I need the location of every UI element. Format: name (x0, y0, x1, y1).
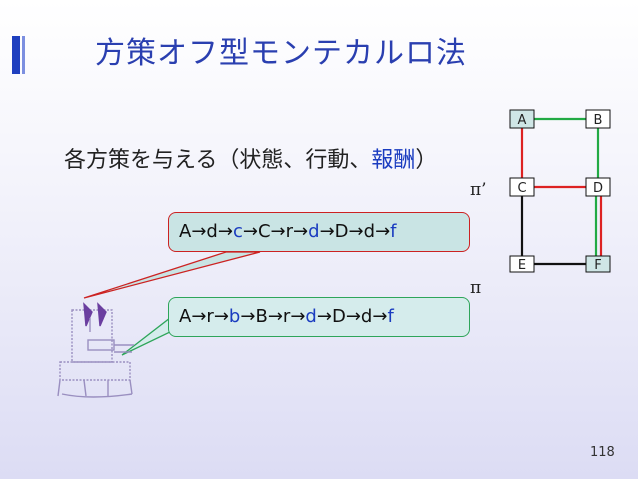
node-f-label: F (594, 258, 601, 273)
slide-subtitle: 各方策を与える（状態、行動、報酬） (64, 142, 437, 174)
policy-pi-prime-bubble: A→d→c→C→r→d→D→d→f (168, 212, 470, 252)
node-c: C (509, 177, 535, 197)
sequence-arrow: → (242, 221, 258, 242)
sequence-token: C (257, 221, 271, 242)
node-c-label: C (517, 181, 526, 196)
sequence-arrow: → (348, 221, 364, 242)
node-a: A (509, 109, 535, 129)
sequence-token: d (305, 306, 317, 327)
sequence-arrow: → (213, 306, 229, 327)
node-e: E (509, 255, 535, 273)
sequence-arrow: → (372, 306, 388, 327)
page-number: 118 (590, 445, 615, 460)
sequence-token: d (360, 306, 373, 327)
policy-pi-sequence: A→r→b→B→r→d→D→d→f (179, 306, 394, 327)
sequence-arrow: → (240, 306, 256, 327)
sequence-arrow: → (319, 221, 335, 242)
title-accent-bar (12, 36, 20, 74)
label-pi-prime: π’ (470, 180, 487, 200)
sequence-arrow: → (375, 221, 391, 242)
node-a-label: A (518, 113, 527, 128)
sequence-arrow: → (293, 221, 309, 242)
subtitle-close: ） (415, 148, 438, 173)
upper-bubble-tail (83, 251, 261, 299)
sequence-token: d (308, 221, 320, 242)
sequence-arrow: → (191, 221, 207, 242)
sequence-arrow: → (191, 306, 207, 327)
node-b-label: B (594, 113, 603, 128)
slide-title: 方策オフ型モンテカルロ法 (95, 36, 467, 71)
subtitle-text: 各方策を与える（状態、行動、 (64, 148, 372, 173)
lower-bubble-tail (121, 316, 171, 356)
label-pi: π (470, 278, 482, 298)
sequence-token: d (363, 221, 376, 242)
policy-pi-bubble: A→r→b→B→r→d→D→d→f (168, 297, 470, 337)
sequence-token: f (387, 306, 394, 327)
sequence-arrow: → (345, 306, 361, 327)
subtitle-accent: 報酬 (371, 148, 416, 173)
sequence-token: r (282, 306, 291, 327)
node-d-label: D (593, 181, 603, 196)
sequence-token: D (334, 221, 349, 242)
node-b: B (585, 109, 611, 129)
sequence-token: c (232, 221, 243, 242)
sequence-token: d (206, 221, 218, 242)
policy-pi-prime-sequence: A→d→c→C→r→d→D→d→f (179, 221, 397, 242)
sequence-token: A (179, 306, 192, 327)
sequence-arrow: → (270, 221, 286, 242)
title-accent-bar-light (22, 36, 25, 74)
sequence-token: r (285, 221, 294, 242)
agent-robot-sketch (57, 302, 134, 398)
sequence-token: D (331, 306, 346, 327)
sequence-arrow: → (290, 306, 306, 327)
sequence-token: b (228, 306, 241, 327)
node-f: F (585, 255, 611, 273)
sequence-token: r (206, 306, 214, 327)
sequence-arrow: → (316, 306, 332, 327)
sequence-arrow: → (217, 221, 233, 242)
sequence-arrow: → (267, 306, 283, 327)
node-e-label: E (518, 258, 526, 273)
sequence-token: f (390, 221, 397, 242)
sequence-token: B (255, 306, 268, 327)
node-d: D (585, 177, 611, 197)
sequence-token: A (179, 221, 192, 242)
